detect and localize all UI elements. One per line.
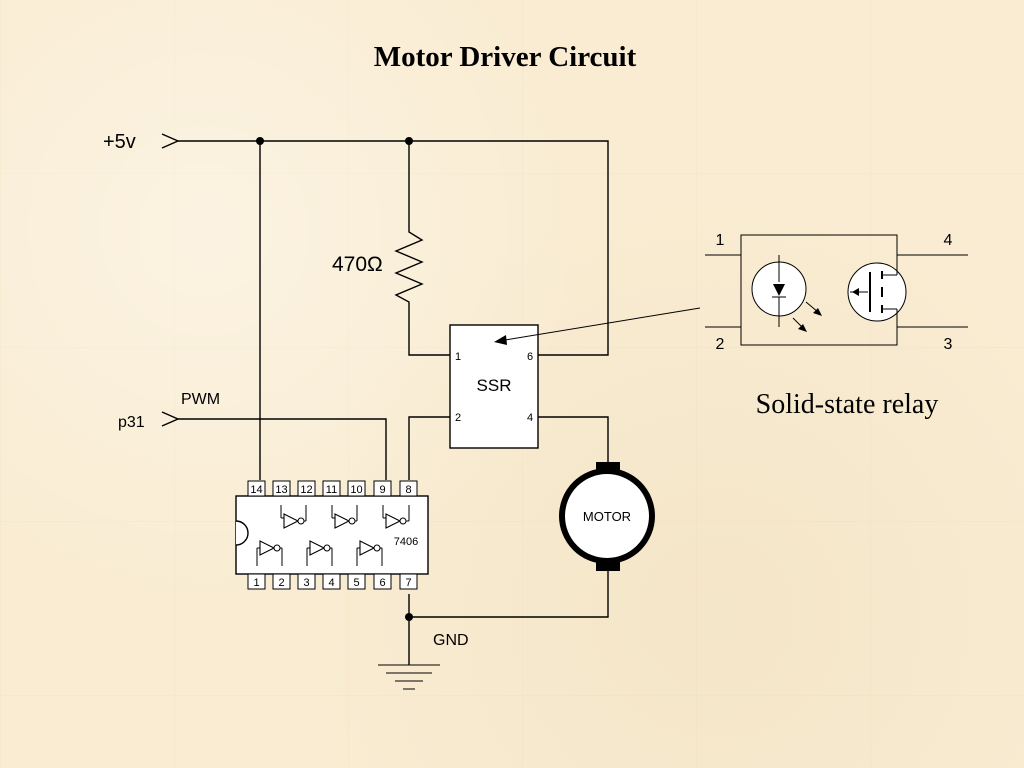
ic-pin-label: 6 (379, 577, 385, 589)
pwm-label: PWM (181, 391, 220, 408)
ic-pin (272, 480, 291, 497)
junction-dot (405, 613, 413, 621)
ic-pin-label: 2 (278, 577, 284, 589)
ssr-label: SSR (477, 376, 512, 395)
relay-pin-2: 2 (716, 336, 725, 353)
ssr-to-motor-wire (538, 416, 609, 466)
ic-pin (347, 480, 366, 497)
light-ray-icon (792, 301, 822, 332)
motor-symbol (559, 468, 655, 564)
pwm-wire (178, 418, 387, 480)
motor-label: MOTOR (583, 509, 631, 524)
ic-notch (235, 520, 249, 546)
ic-pin (373, 480, 392, 497)
motor-to-gnd-wire (409, 571, 609, 618)
ssr-block (449, 324, 539, 449)
resistor-label: 470Ω (332, 253, 383, 276)
ssr-pin-2: 2 (455, 412, 461, 424)
ic-pin (247, 573, 266, 590)
page-title: Motor Driver Circuit (374, 41, 637, 73)
led-icon (751, 255, 807, 327)
ic-top-pins: 14 13 12 11 10 9 8 (247, 480, 418, 497)
inverter-gate-icon (331, 505, 358, 529)
ic-pin-label: 3 (303, 577, 309, 589)
ssr-pin-4: 4 (527, 412, 533, 424)
ic-pin-label: 14 (250, 484, 262, 496)
supply-label: +5v (103, 131, 136, 153)
ic-pin-label: 7 (405, 577, 411, 589)
relay-pin-3: 3 (944, 336, 953, 353)
ic-pin-label: 9 (379, 484, 385, 496)
supply-input-arrow (161, 133, 180, 149)
motor-terminal-bottom (596, 561, 620, 571)
ic-pin-label: 8 (405, 484, 411, 496)
ic-to-ssr-wire (408, 416, 450, 480)
ic-pin (373, 573, 392, 590)
ssr-pin-6: 6 (527, 351, 533, 363)
ic-pin (347, 573, 366, 590)
ic-bottom-pins: 1 2 3 4 5 6 7 (247, 573, 418, 590)
ic-pin (322, 480, 341, 497)
ic-pin (297, 480, 316, 497)
ic-7406: 14 13 12 11 10 9 8 1 2 3 4 5 6 7 (235, 480, 429, 590)
ic-pin-label: 11 (326, 484, 337, 496)
ic-pin (322, 573, 341, 590)
ic-pin (272, 573, 291, 590)
relay-caption: Solid-state relay (756, 389, 939, 420)
inverter-gate-icon (382, 505, 410, 529)
relay-pin-4: 4 (944, 232, 953, 249)
pwm-input-arrow (161, 411, 180, 427)
ssr-pin-1: 1 (455, 351, 461, 363)
relay-pin-1: 1 (716, 232, 725, 249)
gnd-label: GND (433, 632, 469, 649)
inverter-gate-icon (280, 505, 307, 529)
ic-pin (399, 573, 418, 590)
mosfet-icon (847, 255, 907, 327)
ic-pin-label: 1 (253, 577, 259, 589)
pointer-arrow (494, 307, 701, 345)
ic-pin-label: 4 (328, 577, 334, 589)
resistor-470 (394, 141, 450, 356)
ic-pin-label: 10 (350, 484, 362, 496)
ground-icon (378, 664, 440, 690)
relay-detail: 1 4 2 3 (705, 232, 968, 353)
ic-pin-label: 13 (275, 484, 287, 496)
supply-rail-wire (178, 140, 609, 356)
motor-terminal-top (596, 462, 620, 472)
ic-pin-label: 12 (300, 484, 312, 496)
port-label: p31 (118, 414, 145, 431)
inverter-gate-icon (256, 540, 283, 566)
ic-part-label: 7406 (394, 536, 418, 548)
ic-pin (297, 573, 316, 590)
inverter-gate-icon (306, 540, 333, 566)
ic-pin (399, 480, 418, 497)
inverter-gate-icon (356, 540, 383, 566)
ic-pin-label: 5 (353, 577, 359, 589)
ic-pin (247, 480, 266, 497)
